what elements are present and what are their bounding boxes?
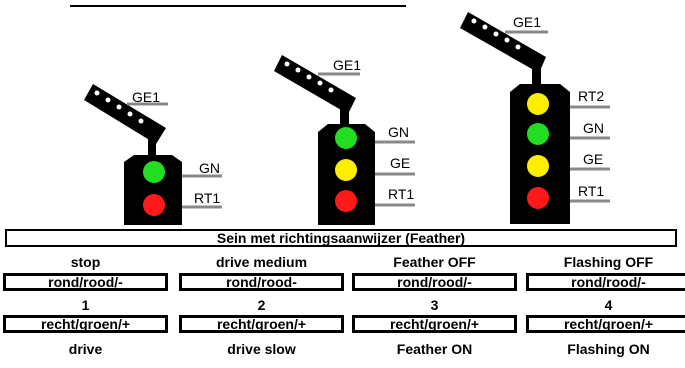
state-box-off: rond/rood- (179, 273, 344, 291)
state-top-label: Flashing OFF (563, 254, 654, 270)
state-bottom-label: Feather ON (396, 341, 473, 357)
lamp-rt2 (527, 93, 549, 115)
feather-post (532, 63, 541, 87)
state-number: 1 (81, 297, 90, 313)
state-box-on: recht/groen/+ (526, 315, 685, 333)
lamp-label-gn: GN (199, 160, 220, 176)
lamp-label-rt2: RT2 (578, 88, 604, 104)
lamp-label-rt1: RT1 (578, 183, 604, 199)
lamp-ge (527, 155, 549, 177)
state-box-off: rond/rood/- (3, 273, 168, 291)
lamp-rt1 (335, 190, 357, 212)
feather-arm-icon (460, 12, 546, 73)
state-top-label: Feather OFF (393, 254, 476, 270)
state-box-on: recht/groen/+ (3, 315, 168, 333)
signal-medium: GE1 GN GE RT1 (274, 55, 415, 225)
lamp-gn (527, 123, 549, 145)
state-bottom-label: Flashing ON (567, 341, 650, 357)
signal-head (510, 84, 570, 224)
state-number: 2 (257, 297, 266, 313)
feather-label-small: GE1 (132, 89, 160, 105)
state-column-4: Flashing OFF rond/rood/- 4 recht/groen/+… (526, 0, 685, 368)
lamp-gn (143, 161, 165, 183)
lamp-label-ge: GE (390, 155, 410, 171)
signal-head (124, 155, 182, 225)
state-column-3: Feather OFF rond/rood/- 3 recht/groen/+ … (352, 0, 517, 368)
lamp-rt1 (527, 187, 549, 209)
lamp-label-ge: GE (583, 151, 603, 167)
state-column-2: drive medium rond/rood- 2 recht/groen/+ … (179, 0, 344, 368)
state-box-on: recht/groen/+ (352, 315, 517, 333)
feather-label-large: GE1 (513, 14, 541, 30)
lamp-gn (335, 127, 357, 149)
state-top-label: drive medium (215, 254, 308, 270)
state-bottom-label: drive slow (227, 341, 296, 357)
feather-signal-banner: Sein met richtingsaanwijzer (Feather) (5, 229, 677, 247)
lamp-label-gn: GN (583, 120, 604, 136)
feather-arm-icon (274, 55, 356, 114)
state-box-off: rond/rood/- (352, 273, 517, 291)
feather-arm-icon (84, 84, 166, 144)
state-box-off: rond/rood/- (526, 273, 685, 291)
state-number: 4 (604, 297, 613, 313)
lamp-label-rt1: RT1 (388, 186, 414, 202)
feather-post (340, 104, 349, 126)
state-top-label: stop (70, 254, 101, 270)
lamp-ge (335, 159, 357, 181)
state-column-1: stop rond/rood/- 1 recht/groen/+ drive (3, 0, 168, 368)
signal-small: GE1 GN RT1 (84, 84, 222, 225)
lamp-label-rt1: RT1 (194, 190, 220, 206)
feather-post (148, 134, 156, 158)
lamp-label-gn: GN (388, 124, 409, 140)
feather-label-medium: GE1 (333, 57, 361, 73)
signal-large: GE1 RT2 GN GE RT1 (460, 12, 610, 224)
state-box-on: recht/groen/+ (179, 315, 344, 333)
state-bottom-label: drive (68, 341, 103, 357)
lamp-rt1 (143, 194, 165, 216)
state-number: 3 (430, 297, 439, 313)
